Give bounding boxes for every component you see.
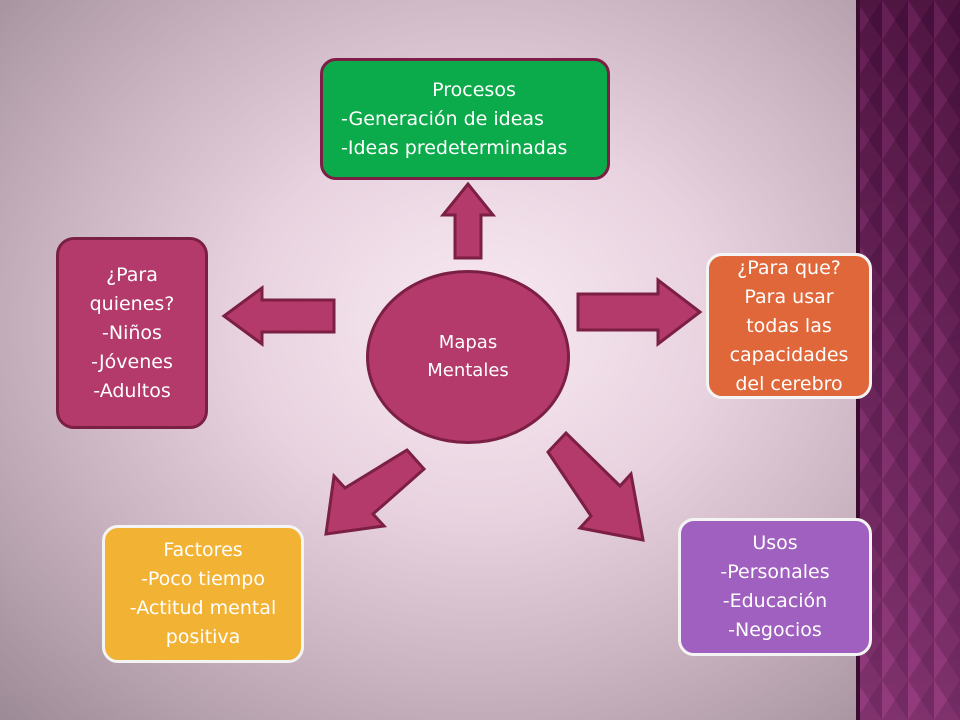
usos-item-2: -Educación [722, 590, 828, 612]
arrow-down-left [324, 448, 427, 536]
node-procesos: Procesos -Generación de ideas -Ideas pre… [320, 58, 610, 180]
node-factores: Factores -Poco tiempo -Actitud mental po… [102, 525, 304, 663]
node-para-quienes: ¿Para quienes? -Niños -Jóvenes -Adultos [56, 237, 208, 429]
quienes-line-1: ¿Para [106, 263, 158, 286]
procesos-item-1: -Generación de ideas [341, 107, 544, 130]
usos-item-1: -Personales [720, 561, 830, 583]
usos-title: Usos [752, 532, 798, 554]
quienes-line-2: quienes? [89, 292, 175, 315]
factores-item-1: -Poco tiempo [141, 568, 265, 590]
node-usos: Usos -Personales -Educación -Negocios [678, 518, 872, 656]
factores-item-3: positiva [165, 626, 241, 648]
factores-title: Factores [163, 539, 243, 561]
quienes-item-2: -Jóvenes [91, 350, 173, 373]
para-que-line-1: ¿Para que? [737, 256, 841, 279]
arrow-right [576, 276, 703, 348]
arrow-up [439, 181, 497, 260]
usos-item-3: -Negocios [728, 619, 822, 641]
center-line-1: Mapas [438, 332, 498, 353]
factores-item-2: -Actitud mental [129, 597, 277, 619]
para-que-line-5: del cerebro [735, 372, 843, 395]
arrow-down-right [546, 430, 645, 542]
quienes-item-3: -Adultos [93, 379, 171, 402]
center-line-2: Mentales [427, 360, 509, 381]
procesos-title: Procesos [432, 78, 516, 101]
quienes-item-1: -Niños [102, 321, 162, 344]
node-para-que: ¿Para que? Para usar todas las capacidad… [706, 253, 872, 399]
para-que-line-2: Para usar [744, 285, 834, 308]
center-node-mapas-mentales: Mapas Mentales [366, 270, 570, 444]
decorative-sidebar [856, 0, 960, 720]
zigzag-pattern [856, 0, 960, 720]
para-que-line-3: todas las [746, 314, 832, 337]
procesos-item-2: -Ideas predeterminadas [341, 136, 568, 159]
para-que-line-4: capacidades [729, 343, 849, 366]
arrow-left [221, 285, 336, 347]
